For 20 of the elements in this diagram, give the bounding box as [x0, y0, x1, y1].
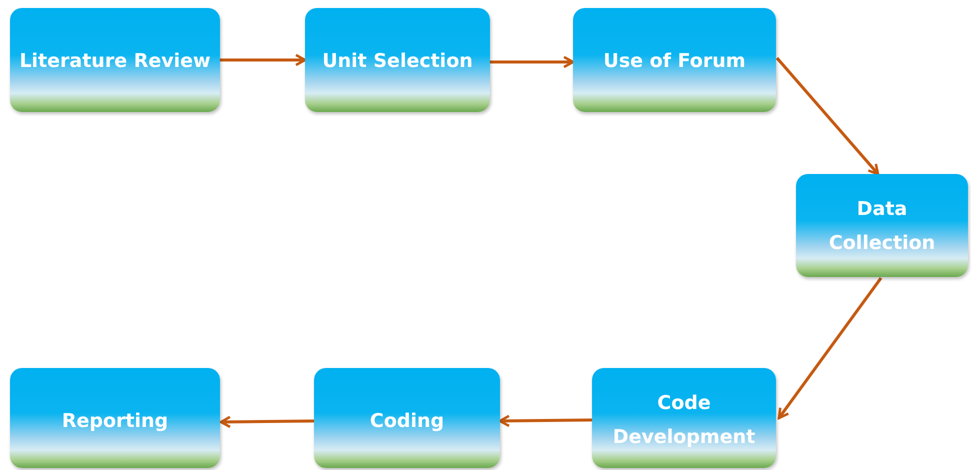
arrow [776, 57, 880, 176]
box-label: Data Collection [828, 197, 936, 256]
box-label: Reporting [60, 409, 170, 434]
process-box [573, 8, 776, 112]
arrow [220, 416, 314, 428]
process-box [314, 368, 500, 468]
process-box [796, 174, 968, 277]
arrow [778, 277, 882, 420]
process-box [10, 8, 220, 112]
arrow [220, 54, 306, 66]
arrow [498, 414, 592, 428]
box-label: Code Development [612, 391, 756, 450]
process-box [305, 8, 490, 112]
box-label: Unit Selection [321, 49, 474, 74]
arrow [490, 56, 574, 68]
box-label: Use of Forum [602, 49, 747, 74]
process-box [592, 368, 776, 468]
box-label: Coding [368, 409, 446, 434]
process-box [10, 368, 220, 468]
box-label: Literature Review [18, 49, 212, 74]
